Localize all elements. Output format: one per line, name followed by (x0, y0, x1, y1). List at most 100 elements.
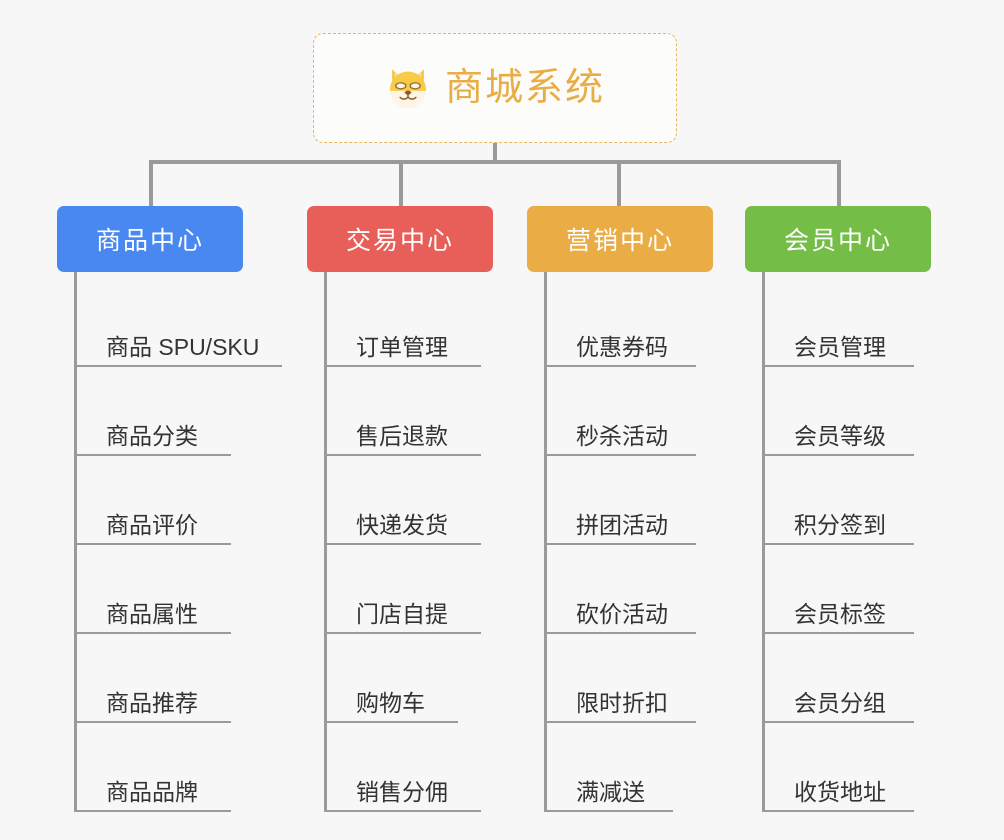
list-item[interactable]: 售后退款 (324, 367, 557, 456)
leaf-underline (74, 454, 231, 456)
leaf-underline (762, 721, 914, 723)
column-spine (324, 272, 327, 812)
column-spine (544, 272, 547, 812)
leaf-underline (544, 543, 696, 545)
list-item[interactable]: 满减送 (544, 723, 777, 812)
leaf-underline (74, 632, 231, 634)
leaf-underline (324, 454, 481, 456)
leaf-label: 商品属性 (106, 600, 198, 627)
list-item[interactable]: 快递发货 (324, 456, 557, 545)
leaf-label: 商品品牌 (106, 778, 198, 805)
leaf-label: 快递发货 (356, 511, 448, 538)
column-member-center: 会员中心 会员管理 会员等级 积分签到 会员标签 会员分组 (745, 206, 995, 812)
leaf-label: 收货地址 (794, 778, 886, 805)
column-marketing-center: 营销中心 优惠券码 秒杀活动 拼团活动 砍价活动 限时折扣 (527, 206, 777, 812)
leaf-label: 销售分佣 (356, 778, 448, 805)
list-item[interactable]: 限时折扣 (544, 634, 777, 723)
leaf-list-product-center: 商品 SPU/SKU 商品分类 商品评价 商品属性 商品推荐 商品品牌 (74, 272, 307, 812)
category-title: 交易中心 (345, 227, 454, 255)
column-spine (74, 272, 77, 812)
leaf-underline (762, 543, 914, 545)
leaf-underline (324, 543, 481, 545)
leaf-underline (74, 810, 231, 812)
leaf-underline (544, 810, 673, 812)
list-item[interactable]: 购物车 (324, 634, 557, 723)
leaf-label: 积分签到 (794, 511, 886, 538)
leaf-underline (544, 365, 696, 367)
leaf-label: 购物车 (356, 689, 425, 716)
list-item[interactable]: 优惠券码 (544, 278, 777, 367)
column-trade-center: 交易中心 订单管理 售后退款 快递发货 门店自提 购物车 (307, 206, 557, 812)
list-item[interactable]: 拼团活动 (544, 456, 777, 545)
list-item[interactable]: 商品推荐 (74, 634, 307, 723)
connector-drop-2 (399, 160, 403, 206)
column-product-center: 商品中心 商品 SPU/SKU 商品分类 商品评价 商品属性 商品推荐 (57, 206, 307, 812)
leaf-underline (74, 365, 282, 367)
list-item[interactable]: 会员分组 (762, 634, 995, 723)
leaf-label: 门店自提 (356, 600, 448, 627)
leaf-label: 商品评价 (106, 511, 198, 538)
list-item[interactable]: 商品属性 (74, 545, 307, 634)
list-item[interactable]: 门店自提 (324, 545, 557, 634)
category-title: 营销中心 (565, 227, 674, 255)
leaf-label: 商品分类 (106, 422, 198, 449)
leaf-underline (762, 454, 914, 456)
leaf-label: 会员等级 (794, 422, 886, 449)
category-header-trade-center[interactable]: 交易中心 (307, 206, 493, 272)
leaf-label: 秒杀活动 (576, 422, 668, 449)
leaf-underline (324, 810, 481, 812)
connector-horizontal-bus (149, 160, 841, 164)
list-item[interactable]: 商品分类 (74, 367, 307, 456)
list-item[interactable]: 商品品牌 (74, 723, 307, 812)
leaf-label: 商品 SPU/SKU (106, 333, 260, 360)
leaf-underline (74, 721, 231, 723)
category-title: 商品中心 (95, 227, 204, 255)
leaf-label: 砍价活动 (576, 600, 668, 627)
leaf-underline (324, 365, 481, 367)
connector-drop-4 (837, 160, 841, 206)
list-item[interactable]: 商品 SPU/SKU (74, 278, 307, 367)
root-node[interactable]: 商城系统 (313, 33, 677, 143)
list-item[interactable]: 积分签到 (762, 456, 995, 545)
connector-drop-3 (617, 160, 621, 206)
category-header-product-center[interactable]: 商品中心 (57, 206, 243, 272)
leaf-underline (544, 632, 696, 634)
leaf-list-trade-center: 订单管理 售后退款 快递发货 门店自提 购物车 销售分佣 (324, 272, 557, 812)
root-title: 商城系统 (444, 67, 605, 109)
list-item[interactable]: 订单管理 (324, 278, 557, 367)
leaf-list-marketing-center: 优惠券码 秒杀活动 拼团活动 砍价活动 限时折扣 满减送 (544, 272, 777, 812)
leaf-underline (762, 632, 914, 634)
leaf-label: 会员管理 (794, 333, 886, 360)
leaf-label: 优惠券码 (576, 333, 668, 360)
leaf-underline (74, 543, 231, 545)
list-item[interactable]: 商品评价 (74, 456, 307, 545)
category-title: 会员中心 (783, 227, 892, 255)
leaf-label: 商品推荐 (106, 689, 198, 716)
category-header-member-center[interactable]: 会员中心 (745, 206, 931, 272)
leaf-label: 限时折扣 (576, 689, 668, 716)
list-item[interactable]: 会员标签 (762, 545, 995, 634)
list-item[interactable]: 会员管理 (762, 278, 995, 367)
list-item[interactable]: 销售分佣 (324, 723, 557, 812)
leaf-label: 会员分组 (794, 689, 886, 716)
leaf-underline (324, 632, 481, 634)
leaf-underline (324, 721, 458, 723)
list-item[interactable]: 会员等级 (762, 367, 995, 456)
column-spine (762, 272, 765, 812)
list-item[interactable]: 秒杀活动 (544, 367, 777, 456)
connector-root-stem (493, 143, 497, 162)
category-header-marketing-center[interactable]: 营销中心 (527, 206, 713, 272)
leaf-list-member-center: 会员管理 会员等级 积分签到 会员标签 会员分组 收货地址 (762, 272, 995, 812)
leaf-label: 订单管理 (356, 333, 448, 360)
leaf-label: 售后退款 (356, 422, 448, 449)
list-item[interactable]: 砍价活动 (544, 545, 777, 634)
leaf-underline (544, 721, 696, 723)
leaf-underline (544, 454, 696, 456)
leaf-underline (762, 810, 914, 812)
leaf-label: 会员标签 (794, 600, 886, 627)
leaf-underline (762, 365, 914, 367)
leaf-label: 拼团活动 (576, 511, 668, 538)
connector-drop-1 (149, 160, 153, 206)
list-item[interactable]: 收货地址 (762, 723, 995, 812)
